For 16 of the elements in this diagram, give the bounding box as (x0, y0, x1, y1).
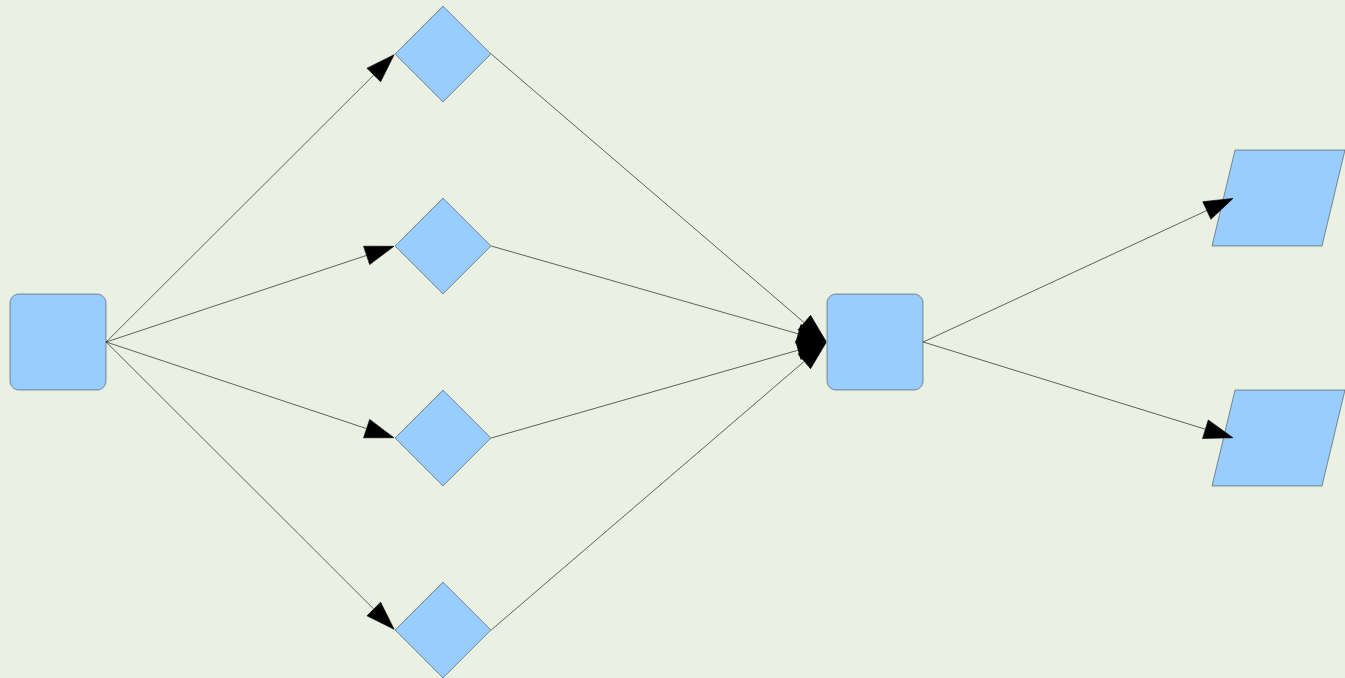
arrow (105, 245, 395, 343)
arrow (105, 54, 395, 343)
arrow (105, 341, 395, 630)
decision-diamond (394, 389, 492, 487)
decision-diamond (394, 5, 492, 103)
data-parallelogram (1211, 389, 1345, 487)
arrow (922, 198, 1234, 343)
decision-diamond (394, 197, 492, 295)
rounded-box (826, 293, 924, 391)
data-parallelogram (1211, 149, 1345, 247)
arrow (490, 245, 827, 344)
rounded-box (9, 293, 107, 391)
decision-diamond (394, 581, 492, 678)
arrow (922, 341, 1234, 439)
arrow (490, 342, 827, 631)
arrow (105, 341, 395, 439)
